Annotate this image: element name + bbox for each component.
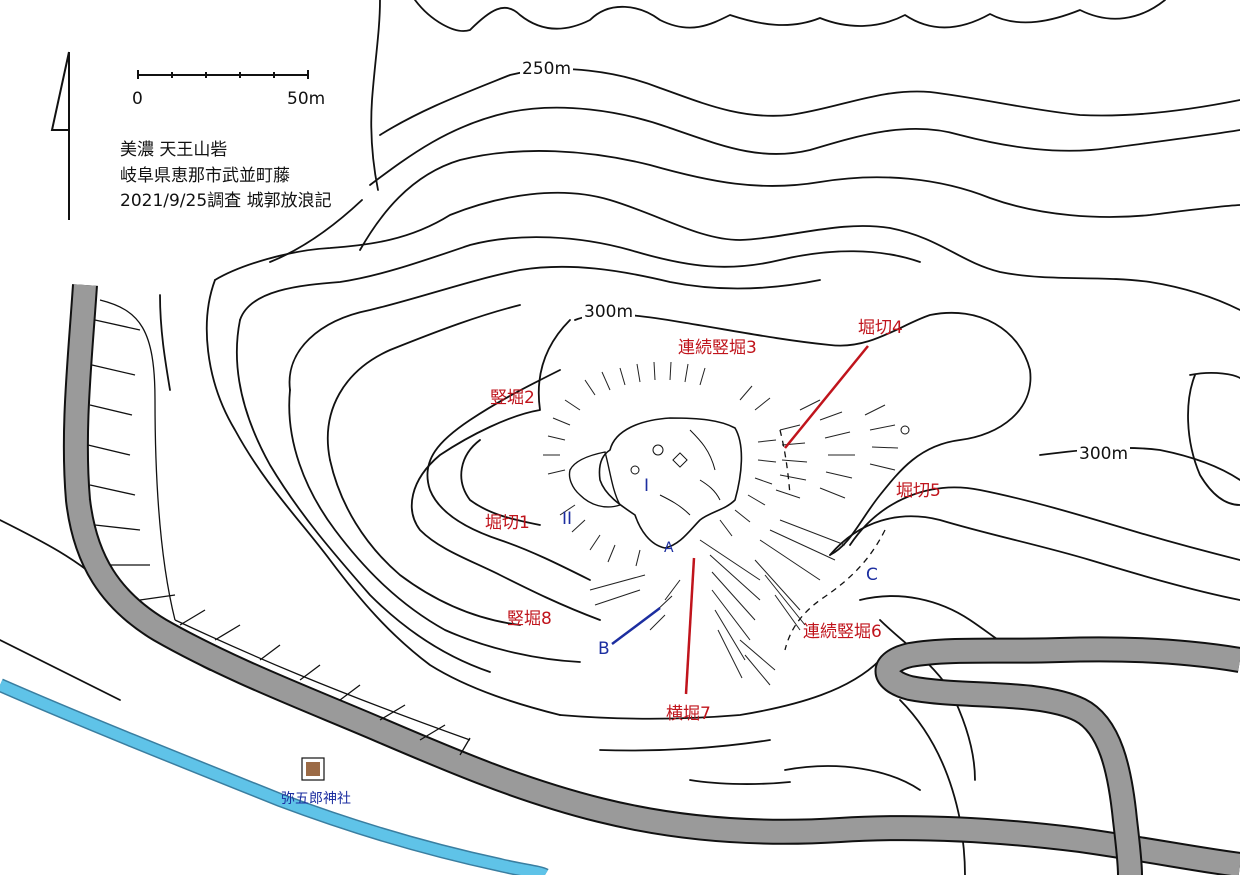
contour-inner-3 (460, 439, 541, 526)
contour-inner-1 (411, 319, 601, 621)
label-renzoku-tatebori-6: 連続竪堀6 (803, 622, 882, 642)
scale-bar (137, 70, 309, 79)
map-survey-date: 2021/9/25調査 城郭放浪記 (120, 191, 332, 211)
label-point-b: B (598, 639, 610, 659)
contour-b (359, 150, 1240, 251)
road-right (876, 638, 1240, 875)
contour-ring-4 (326, 304, 521, 461)
contour-bowl-4 (329, 459, 521, 626)
kuruwa-I-outline (598, 417, 743, 549)
contour-right-5 (899, 699, 966, 875)
river (0, 679, 548, 875)
leader-B (611, 607, 661, 645)
shrine-icon (301, 757, 325, 781)
label-horikiri-1: 堀切1 (485, 513, 530, 533)
label-horikiri-4: 堀切4 (858, 318, 903, 338)
path-C-dashed (784, 529, 886, 651)
leader-horikiri4 (784, 345, 869, 449)
map-title: 美濃 天王山砦 (120, 140, 228, 160)
contour-label-250: 250m (520, 59, 574, 79)
top-ridge (414, 0, 1166, 32)
contour-right-loop-2 (1187, 374, 1240, 506)
road-main (64, 284, 1240, 875)
contour-right-1 (829, 515, 1240, 601)
label-renzoku-tatebori-3: 連続竪堀3 (678, 338, 757, 358)
kuruwa-I-details (630, 425, 910, 516)
label-kuruwa-2: II (562, 509, 573, 529)
leader-yokobori7 (684, 557, 696, 695)
contour-upper-left-1 (370, 0, 381, 191)
contour-inner-2 (426, 369, 591, 581)
contour-upper-left-2 (269, 199, 363, 263)
kuruwa-II-outline (568, 451, 622, 508)
contour-ring-3 (288, 265, 821, 391)
river-outline (0, 678, 549, 875)
label-horikiri-5: 堀切5 (896, 481, 941, 501)
scale-zero: 0 (132, 89, 143, 109)
path-C-dashed-2 (779, 429, 791, 496)
contour-label-300-b: 300m (1077, 444, 1131, 464)
contour-bottom-2 (599, 739, 771, 752)
contour-far-left-2 (0, 639, 121, 701)
contour-bowl-3 (288, 389, 581, 663)
contour-bottom-1 (559, 659, 881, 720)
contour-bowl-1 (205, 279, 561, 716)
road-main-outline (62, 284, 1240, 875)
contour-ring-1 (214, 191, 1240, 311)
contour-bottom-4 (784, 765, 921, 791)
label-tatebori-8: 竪堀8 (507, 609, 552, 629)
castle-slopes (543, 361, 899, 686)
contour-ring-2 (239, 236, 921, 321)
contour-300-right (1039, 447, 1240, 481)
roadside-stripes (87, 299, 471, 756)
map-location: 岐阜県恵那市武並町藤 (120, 166, 290, 186)
contour-250 (379, 68, 1240, 136)
label-point-c: C (866, 565, 878, 585)
label-kuruwa-1: I (644, 476, 650, 496)
contour-label-300-a: 300m (582, 302, 636, 322)
scale-max: 50m (287, 89, 326, 109)
label-yokobori-7: 横堀7 (666, 704, 711, 724)
label-tatebori-2: 竪堀2 (490, 388, 535, 408)
contour-a (369, 106, 1240, 186)
north-arrow-icon (50, 51, 70, 220)
contour-bottom-3 (689, 779, 791, 785)
contour-right-loop-1 (1189, 372, 1240, 379)
shrine-label: 弥五郎神社 (281, 791, 351, 807)
label-point-a: A (664, 540, 674, 556)
contour-right-2 (849, 486, 1240, 561)
contour-far-left-3 (159, 294, 171, 391)
contour-300-ring (574, 311, 1032, 556)
contour-bowl-2 (235, 319, 491, 673)
